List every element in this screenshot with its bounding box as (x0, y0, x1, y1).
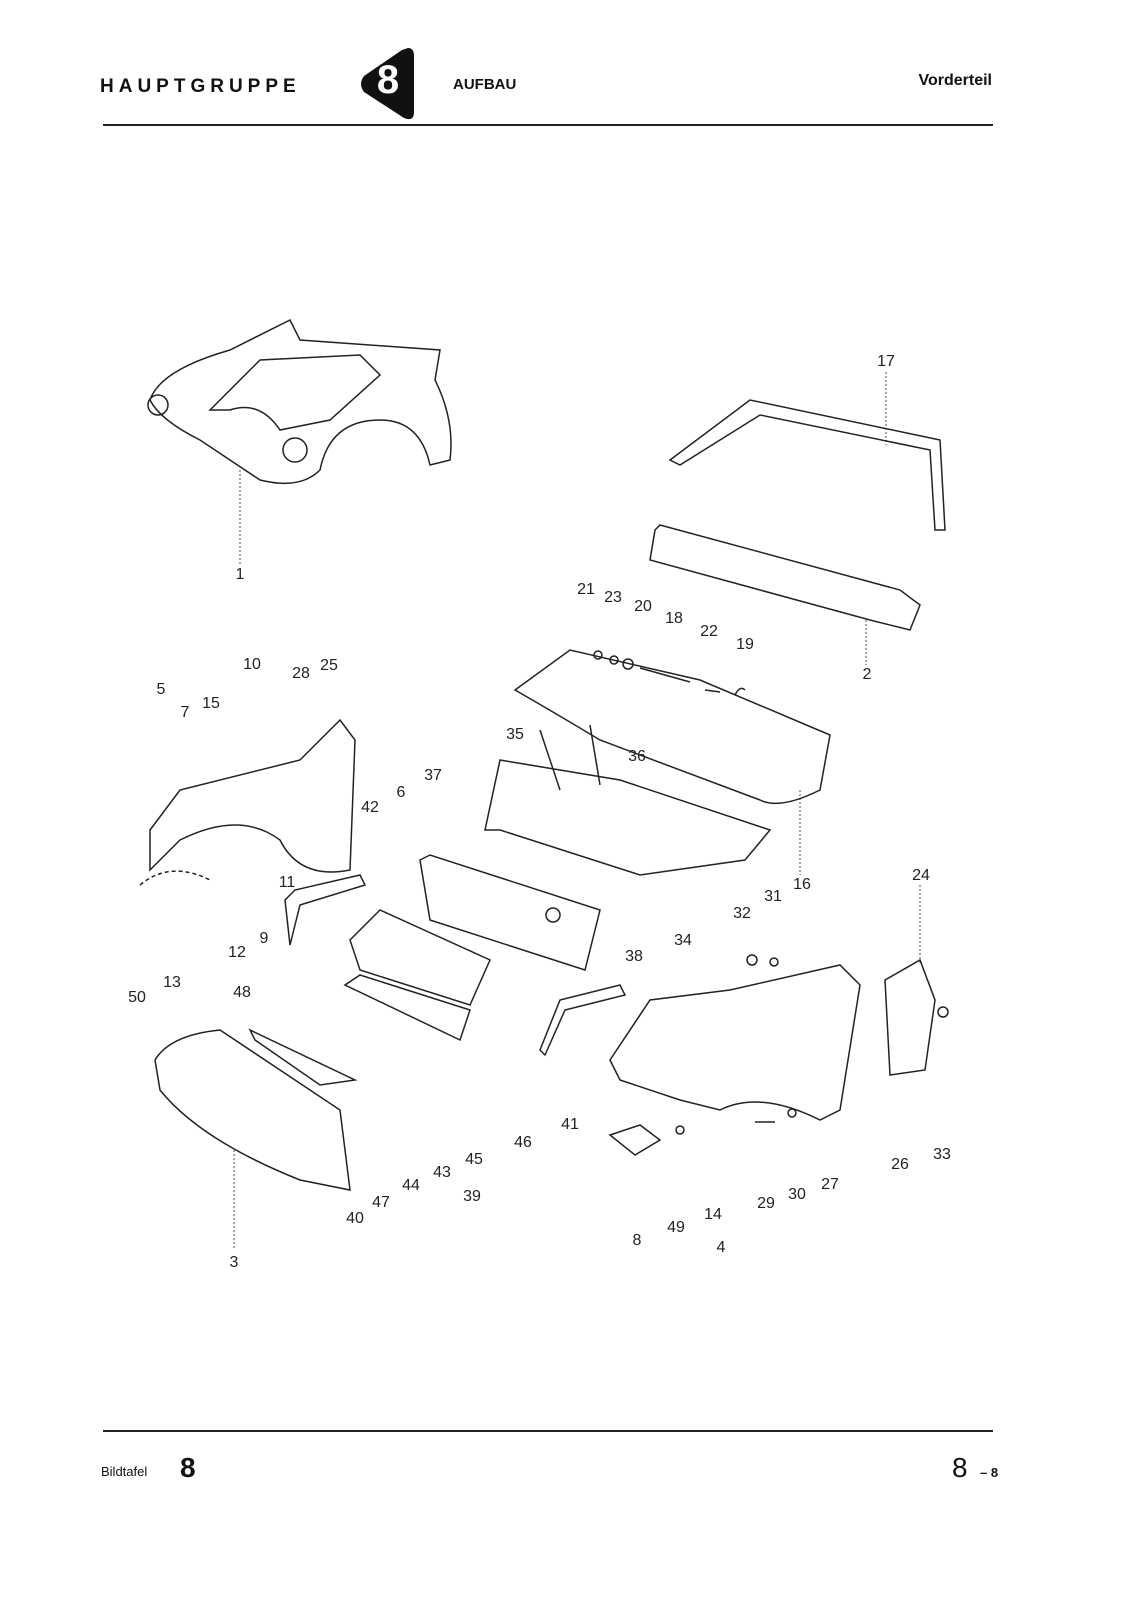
callout-42: 42 (361, 799, 379, 816)
callout-24: 24 (912, 867, 930, 884)
callout-27: 27 (821, 1176, 839, 1193)
callout-2: 2 (862, 666, 872, 683)
callout-44: 44 (402, 1177, 420, 1194)
callout-21: 21 (577, 581, 595, 598)
callout-45: 45 (465, 1151, 483, 1168)
callout-36: 36 (628, 748, 646, 765)
plate-label: Bildtafel (101, 1464, 148, 1479)
callout-16: 16 (793, 876, 811, 893)
callout-47: 47 (372, 1194, 390, 1211)
callout-13: 13 (163, 974, 181, 991)
callout-22: 22 (700, 623, 718, 640)
callout-48: 48 (233, 984, 251, 1001)
page-number-minor: – 8 (980, 1465, 999, 1480)
main-group-title: HAUPTGRUPPE (100, 76, 301, 97)
group-number-badge-icon (361, 48, 414, 120)
callout-35: 35 (506, 726, 524, 743)
callout-43: 43 (433, 1164, 451, 1181)
callout-4: 4 (716, 1239, 726, 1256)
callout-37: 37 (424, 767, 442, 784)
group-number: 8 (376, 58, 400, 102)
callout-39: 39 (463, 1188, 481, 1205)
callout-29: 29 (757, 1195, 775, 1212)
callout-6: 6 (396, 784, 406, 801)
callout-5: 5 (156, 681, 166, 698)
callout-32: 32 (733, 905, 751, 922)
callout-33: 33 (933, 1146, 951, 1163)
callout-28: 28 (292, 665, 310, 682)
callout-17: 17 (877, 353, 895, 370)
callout-25: 25 (320, 657, 338, 674)
part-front-shell (149, 318, 452, 485)
callout-3: 3 (229, 1254, 239, 1271)
callout-34: 34 (674, 932, 692, 949)
callout-40: 40 (346, 1210, 364, 1227)
callout-23: 23 (604, 589, 622, 606)
callout-11: 11 (278, 874, 296, 891)
footer-rule (103, 1430, 993, 1432)
callout-19: 19 (736, 636, 754, 653)
callout-50: 50 (128, 989, 146, 1006)
plate-number: 8 (180, 1452, 196, 1483)
callout-31: 31 (764, 888, 782, 905)
callout-20: 20 (634, 598, 652, 615)
callout-1: 1 (235, 566, 245, 583)
callout-46: 46 (514, 1134, 532, 1151)
callout-30: 30 (788, 1186, 806, 1203)
callout-26: 26 (891, 1156, 909, 1173)
callout-15: 15 (202, 695, 220, 712)
callout-7: 7 (180, 704, 190, 721)
section-title: AUFBAU (453, 76, 517, 93)
header-rule (103, 124, 993, 126)
callout-14: 14 (704, 1206, 722, 1223)
callout-38: 38 (625, 948, 643, 965)
callout-8: 8 (632, 1232, 642, 1249)
callout-49: 49 (667, 1219, 685, 1236)
page-number-major: 8 (952, 1452, 968, 1483)
subsection-title: Vorderteil (918, 72, 993, 89)
callout-12: 12 (228, 944, 246, 961)
callout-41: 41 (561, 1116, 579, 1133)
callout-10: 10 (243, 656, 261, 673)
callout-9: 9 (259, 930, 269, 947)
callout-18: 18 (665, 610, 683, 627)
